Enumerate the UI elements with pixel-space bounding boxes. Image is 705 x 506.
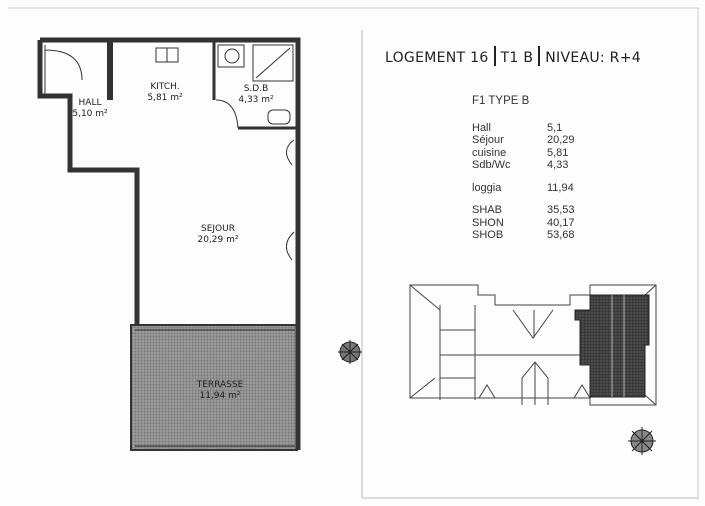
unit-type: T1 B bbox=[500, 50, 534, 66]
logement-number: LOGEMENT 16 bbox=[385, 50, 489, 66]
table-heading: F1 TYPE B bbox=[472, 95, 530, 107]
terrace-area bbox=[130, 324, 298, 451]
fixtures bbox=[44, 44, 295, 447]
level: NIVEAU: R+4 bbox=[545, 50, 641, 66]
room-label-kitchen: KITCH.5,81 m² bbox=[147, 82, 183, 103]
walls bbox=[37, 37, 301, 450]
sheet-title: LOGEMENT 16 T1 B NIVEAU: R+4 bbox=[385, 46, 641, 66]
compass-rose-icon bbox=[338, 340, 362, 364]
compass-rose-icon bbox=[628, 427, 656, 455]
